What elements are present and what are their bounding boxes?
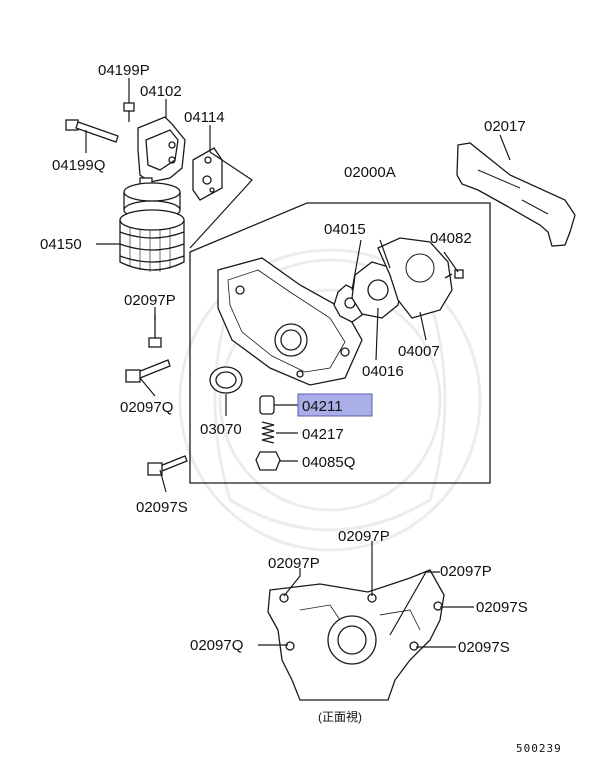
label-02097P-front-right[interactable]: 02097P bbox=[440, 563, 492, 580]
diagram-id: 500239 bbox=[516, 742, 562, 755]
relief-plug bbox=[255, 451, 281, 471]
bolts-left bbox=[125, 315, 188, 476]
view-note: (正面視) bbox=[318, 709, 362, 724]
label-02097S-left[interactable]: 02097S bbox=[136, 499, 188, 516]
label-02097S-front-right[interactable]: 02097S bbox=[476, 599, 528, 616]
label-04085Q[interactable]: 04085Q bbox=[302, 454, 355, 471]
pump-gears bbox=[333, 261, 403, 323]
label-02097P-front-left[interactable]: 02097P bbox=[268, 555, 320, 572]
label-03070[interactable]: 03070 bbox=[200, 421, 242, 438]
screw-04082 bbox=[444, 269, 464, 279]
oil-filter bbox=[119, 182, 185, 272]
label-02097Q-front[interactable]: 02097Q bbox=[190, 637, 243, 654]
label-04114[interactable]: 04114 bbox=[184, 109, 225, 126]
label-04199Q[interactable]: 04199Q bbox=[52, 157, 105, 174]
cover-plate-holes bbox=[477, 169, 549, 215]
label-02097Q-left[interactable]: 02097Q bbox=[120, 399, 173, 416]
label-04211[interactable]: 04211 bbox=[302, 398, 343, 415]
label-04082[interactable]: 04082 bbox=[430, 230, 472, 247]
plate-hole bbox=[405, 253, 435, 283]
cover-plate bbox=[456, 142, 576, 247]
label-04102[interactable]: 04102 bbox=[140, 83, 182, 100]
label-02097P-left[interactable]: 02097P bbox=[124, 292, 176, 309]
oil-seal bbox=[209, 366, 243, 394]
label-04015[interactable]: 04015 bbox=[324, 221, 366, 238]
label-04007[interactable]: 04007 bbox=[398, 343, 440, 360]
leader-lines bbox=[85, 78, 511, 648]
front-view-case bbox=[267, 569, 445, 701]
label-04199P[interactable]: 04199P bbox=[98, 62, 150, 79]
relief-plunger bbox=[259, 395, 275, 415]
label-04217[interactable]: 04217 bbox=[302, 426, 344, 443]
label-04016[interactable]: 04016 bbox=[362, 363, 404, 380]
cover-plate-04007 bbox=[377, 237, 453, 319]
label-02000A[interactable]: 02000A bbox=[344, 164, 396, 181]
label-02017[interactable]: 02017 bbox=[484, 118, 526, 135]
assembly-box bbox=[189, 202, 491, 484]
highlight-04211 bbox=[297, 393, 373, 417]
label-02097P-front-top[interactable]: 02097P bbox=[338, 528, 390, 545]
watermark bbox=[178, 248, 482, 552]
relief-spring bbox=[261, 421, 275, 444]
label-02097S-front-bottom[interactable]: 02097S bbox=[458, 639, 510, 656]
label-04150[interactable]: 04150 bbox=[40, 236, 82, 253]
oil-pump-case bbox=[217, 257, 363, 386]
